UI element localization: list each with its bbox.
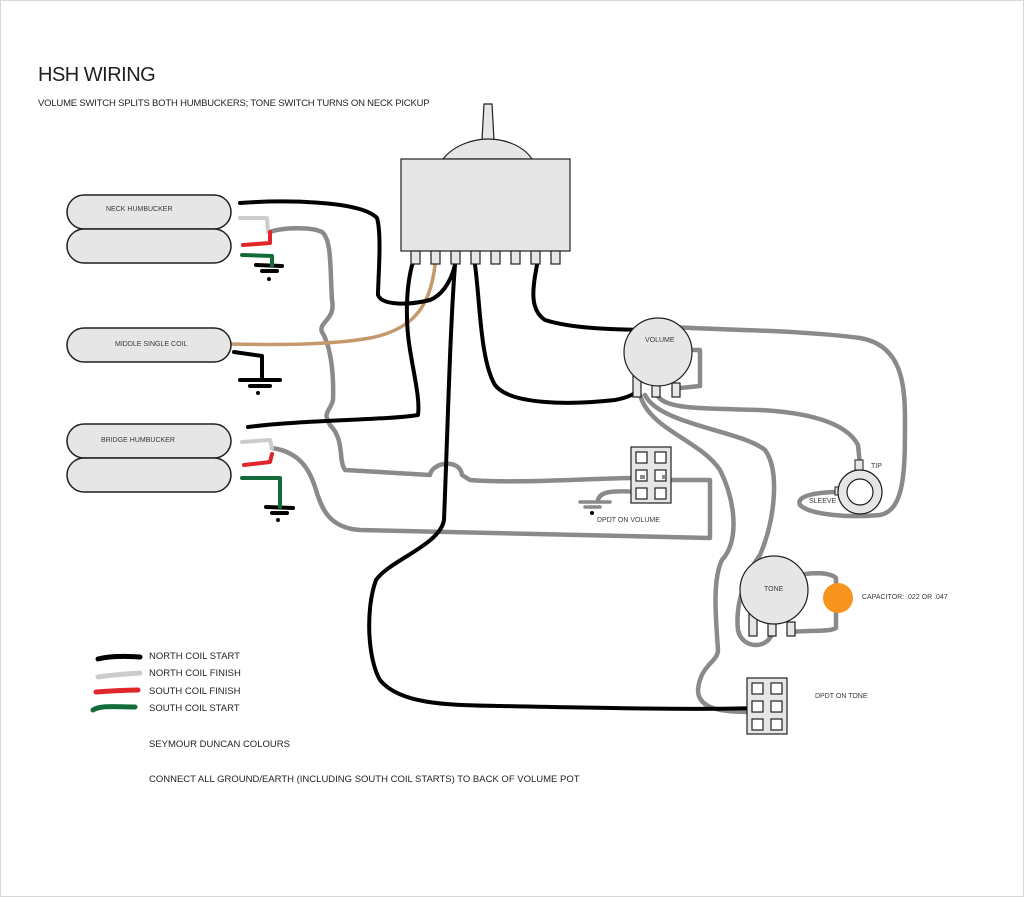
tone-pot-label: TONE bbox=[764, 586, 784, 593]
middle-single-coil bbox=[66, 327, 232, 363]
legend-swatch-north-finish bbox=[95, 670, 143, 680]
wire-volume-to-tone bbox=[642, 392, 777, 648]
dpdt-tone-switch bbox=[746, 677, 788, 735]
neck-humbucker-label: NECK HUMBUCKER bbox=[106, 206, 173, 213]
wire-volume-to-sleeve bbox=[669, 324, 908, 519]
switch-body bbox=[400, 158, 571, 252]
ground-neck bbox=[254, 263, 284, 273]
ground-dot-middle bbox=[256, 391, 260, 395]
bridge-humbucker-label: BRIDGE HUMBUCKER bbox=[101, 437, 175, 444]
legend-swatch-north-start bbox=[95, 653, 143, 662]
ground-dot-neck bbox=[267, 277, 271, 281]
wire-neck-gray bbox=[267, 226, 643, 484]
ground-middle bbox=[238, 378, 282, 388]
wire-neck-black bbox=[238, 199, 457, 306]
output-jack bbox=[834, 459, 883, 515]
volume-pot bbox=[623, 317, 693, 398]
middle-single-coil-label: MIDDLE SINGLE COIL bbox=[115, 341, 188, 348]
legend-swatch-south-start bbox=[90, 704, 138, 713]
legend-swatch-south-finish bbox=[93, 687, 141, 695]
capacitor bbox=[823, 583, 853, 613]
wire-volume-to-tip bbox=[653, 389, 863, 468]
note-colour-source: SEYMOUR DUNCAN COLOURS bbox=[149, 739, 290, 750]
dpdt-volume-label: DPDT ON VOLUME bbox=[597, 517, 660, 524]
switch-dome bbox=[441, 138, 534, 160]
wire-bridge-gray bbox=[269, 445, 713, 541]
legend-label-south-coil-finish: SOUTH COIL FINISH bbox=[149, 686, 241, 697]
switch-lever bbox=[481, 103, 495, 141]
neck-light-gray-lead bbox=[238, 216, 270, 234]
jack-sleeve-label: SLEEVE bbox=[809, 498, 837, 505]
bridge-red-lead bbox=[242, 452, 274, 467]
legend-label-north-coil-start: NORTH COIL START bbox=[149, 651, 240, 662]
neck-humbucker-coil-2 bbox=[66, 228, 232, 264]
wire-volume-to-dpdt-tone bbox=[637, 392, 758, 715]
wire-switch-to-dpdt-tone bbox=[367, 263, 758, 711]
neck-red-lead bbox=[241, 230, 272, 247]
legend-swatches bbox=[90, 653, 143, 713]
ground-dpdt bbox=[578, 500, 612, 509]
bridge-humbucker-coil-2 bbox=[66, 457, 232, 493]
note-grounding: CONNECT ALL GROUND/EARTH (INCLUDING SOUT… bbox=[149, 774, 580, 785]
volume-pot-label: VOLUME bbox=[645, 337, 675, 344]
capacitor-label: CAPACITOR: .022 OR .047 bbox=[862, 594, 948, 601]
tone-pot bbox=[739, 555, 809, 637]
diagram-title: HSH WIRING bbox=[38, 64, 156, 86]
wire-cap-to-tone bbox=[789, 609, 839, 635]
wire-switch-to-bridge bbox=[246, 260, 421, 429]
five-way-switch bbox=[400, 103, 571, 265]
wire-middle-ground bbox=[232, 350, 264, 380]
bridge-green-lead bbox=[240, 476, 282, 509]
wire-switch-to-volume-top bbox=[531, 263, 662, 332]
legend-label-north-coil-finish: NORTH COIL FINISH bbox=[149, 668, 241, 679]
neck-green-lead bbox=[240, 253, 274, 268]
legend-label-south-coil-start: SOUTH COIL START bbox=[149, 703, 240, 714]
ground-dot-dpdt bbox=[590, 511, 594, 515]
dpdt-tone-label: DPDT ON TONE bbox=[815, 693, 868, 700]
diagram-subtitle: VOLUME SWITCH SPLITS BOTH HUMBUCKERS; TO… bbox=[38, 98, 430, 109]
ground-dot-bridge bbox=[276, 518, 280, 522]
bridge-light-gray-lead bbox=[240, 438, 274, 450]
jack-tip-label: TIP bbox=[871, 463, 882, 470]
wire-switch-to-volume-lug bbox=[473, 263, 639, 405]
